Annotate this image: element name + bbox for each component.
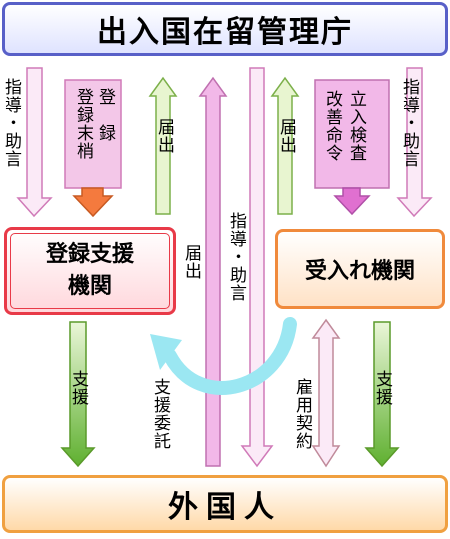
support-left-label: 支援: [68, 370, 88, 406]
notify-left-arrow: [148, 76, 178, 215]
guidance-center-label: 指導・助言: [226, 212, 246, 302]
immigration-agency-node: 出入国在留管理庁: [2, 2, 448, 56]
notify-right-arrow: [270, 76, 300, 215]
employment-contract-label: 雇用契約: [292, 378, 312, 450]
support-right-arrow: [364, 321, 400, 468]
support-entrust-arrow: [163, 317, 297, 395]
support-entrust-label: 支援委託: [150, 378, 170, 450]
guidance-center-arrow: [240, 67, 274, 468]
foreigner-node: 外国人: [2, 475, 448, 533]
guidance-right-label: 指導・助言: [399, 78, 419, 168]
notify-right-label: 届出: [276, 118, 296, 154]
notify-left-label: 届出: [154, 118, 174, 154]
registration-arrowhead: [72, 187, 114, 218]
support-right-label: 支援: [372, 370, 392, 406]
notify-center-label: 届出: [181, 244, 201, 280]
orders-box: [314, 79, 390, 189]
support-entrust-arrowhead: [150, 334, 182, 370]
support-left-arrow: [60, 321, 96, 468]
guidance-left-arrow: [16, 67, 53, 218]
guidance-left-label: 指導・助言: [1, 78, 21, 168]
guidance-right-arrow: [396, 67, 433, 218]
registration-label: 登 録 登録末梢: [73, 88, 115, 160]
notify-center-arrow: [198, 76, 228, 467]
orders-label: 立入検査 改善命令: [322, 90, 366, 162]
orders-arrowhead: [333, 187, 371, 216]
registration-support-node: 登録支援 機関: [4, 227, 176, 315]
host-organization-node: 受入れ機関: [275, 229, 445, 309]
employment-contract-arrow: [311, 318, 341, 468]
